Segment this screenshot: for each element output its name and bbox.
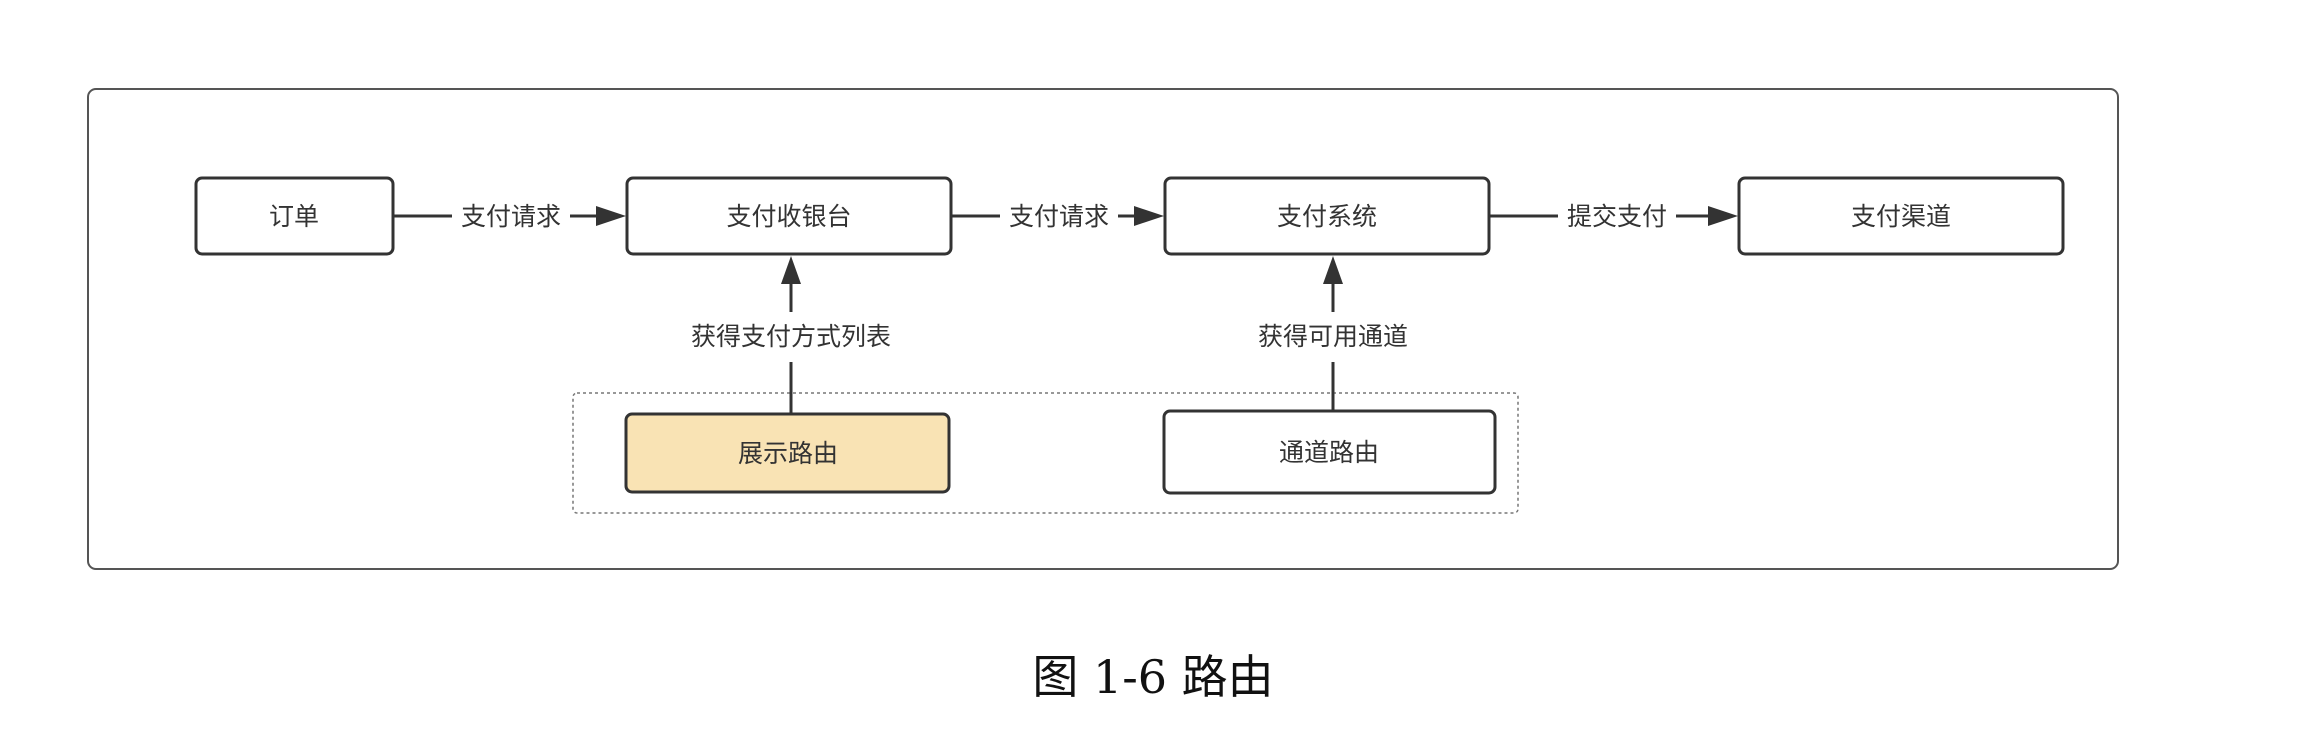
edge-display-to-cashier: 获得支付方式列表 — [691, 256, 891, 414]
node-payment-system-label: 支付系统 — [1277, 202, 1377, 231]
edge-label-routing-to-system: 获得可用通道 — [1258, 322, 1408, 351]
edge-order-to-cashier: 支付请求 — [393, 202, 626, 231]
edge-label-display-to-cashier: 获得支付方式列表 — [691, 322, 891, 351]
outer-frame — [87, 88, 2119, 570]
edge-label-order-to-cashier: 支付请求 — [461, 202, 561, 231]
edge-system-to-channel: 提交支付 — [1489, 202, 1738, 231]
edge-cashier-to-system: 支付请求 — [951, 202, 1164, 231]
node-display-routing-label: 展示路由 — [738, 439, 838, 468]
node-payment-system: 支付系统 — [1163, 176, 1491, 256]
routing-group-frame — [572, 392, 1519, 514]
node-channel-label: 支付渠道 — [1851, 202, 1951, 231]
node-order: 订单 — [194, 176, 395, 256]
edge-label-cashier-to-system: 支付请求 — [1009, 202, 1109, 231]
node-channel-routing-label: 通道路由 — [1279, 438, 1379, 467]
node-order-label: 订单 — [269, 202, 319, 231]
edge-label-system-to-channel: 提交支付 — [1567, 202, 1667, 231]
edge-routing-to-system: 获得可用通道 — [1258, 256, 1408, 411]
node-display-routing: 展示路由 — [624, 412, 951, 494]
node-channel-routing: 通道路由 — [1162, 409, 1497, 495]
figure-caption: 图 1-6 路由 — [1032, 650, 1273, 704]
node-channel: 支付渠道 — [1737, 176, 2065, 256]
node-cashier: 支付收银台 — [625, 176, 953, 256]
node-cashier-label: 支付收银台 — [726, 202, 851, 231]
